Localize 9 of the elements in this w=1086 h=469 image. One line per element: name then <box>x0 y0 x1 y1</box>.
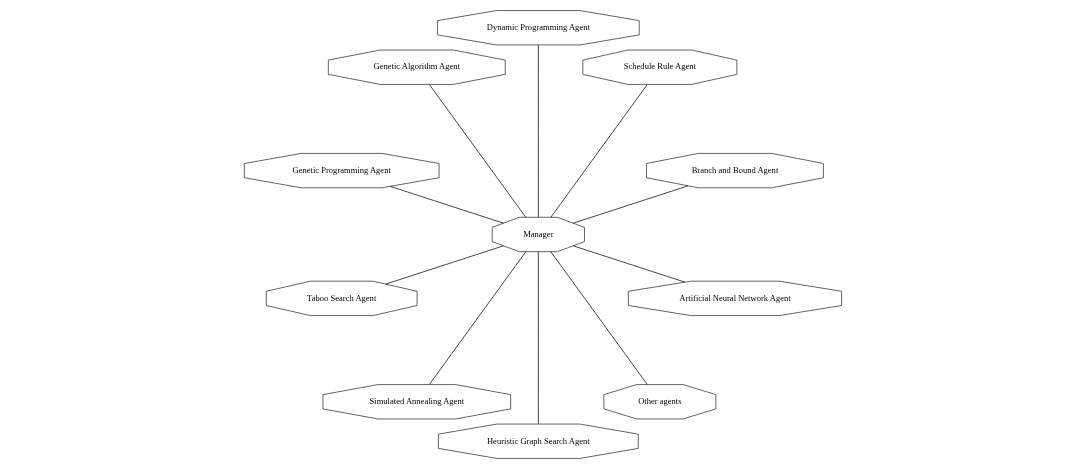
connector <box>550 84 648 218</box>
connector <box>537 44 539 218</box>
connector <box>385 245 504 285</box>
connector <box>572 245 686 283</box>
connector <box>389 186 504 224</box>
connector <box>429 84 527 218</box>
connector <box>572 185 689 224</box>
connector <box>429 251 527 385</box>
connector <box>550 251 648 385</box>
